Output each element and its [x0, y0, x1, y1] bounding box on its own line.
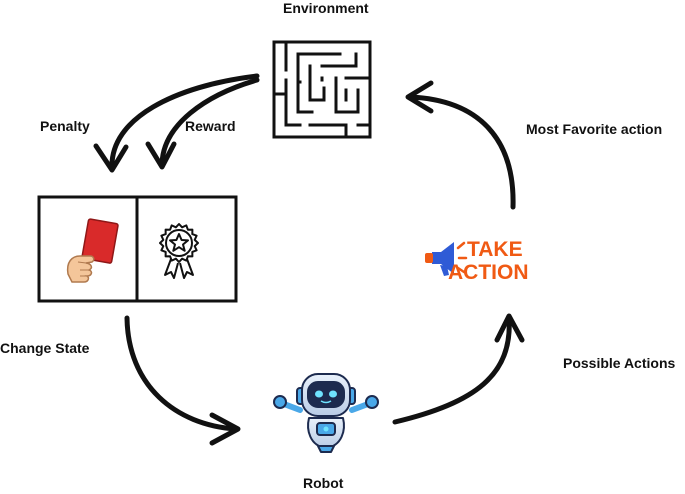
label-change-state: Change State [0, 340, 90, 356]
arrow-state-to-robot [124, 315, 241, 446]
label-robot: Robot [303, 475, 344, 491]
arrow-action-to-environment [405, 80, 516, 210]
label-penalty: Penalty [40, 118, 90, 134]
state-panel [37, 195, 238, 303]
label-reward: Reward [185, 118, 236, 134]
arrow-robot-to-action [392, 313, 525, 425]
red-card-icon [66, 218, 119, 283]
arrow-environment-to-penalty [93, 73, 260, 173]
take-action-line2: ACTION [448, 261, 529, 284]
label-possible-actions: Possible Actions [563, 355, 676, 371]
maze-icon [272, 40, 372, 139]
label-most-favorite-action: Most Favorite action [526, 121, 663, 137]
award-badge-icon [159, 223, 199, 279]
cycle-arrows [93, 73, 525, 446]
take-action-logo: TAKE ACTION [425, 238, 529, 284]
robot-icon [273, 373, 379, 453]
take-action-line1: TAKE [467, 238, 523, 261]
arrow-environment-to-reward [145, 77, 260, 170]
megaphone-icon [425, 241, 468, 276]
label-environment: Environment [283, 0, 369, 16]
